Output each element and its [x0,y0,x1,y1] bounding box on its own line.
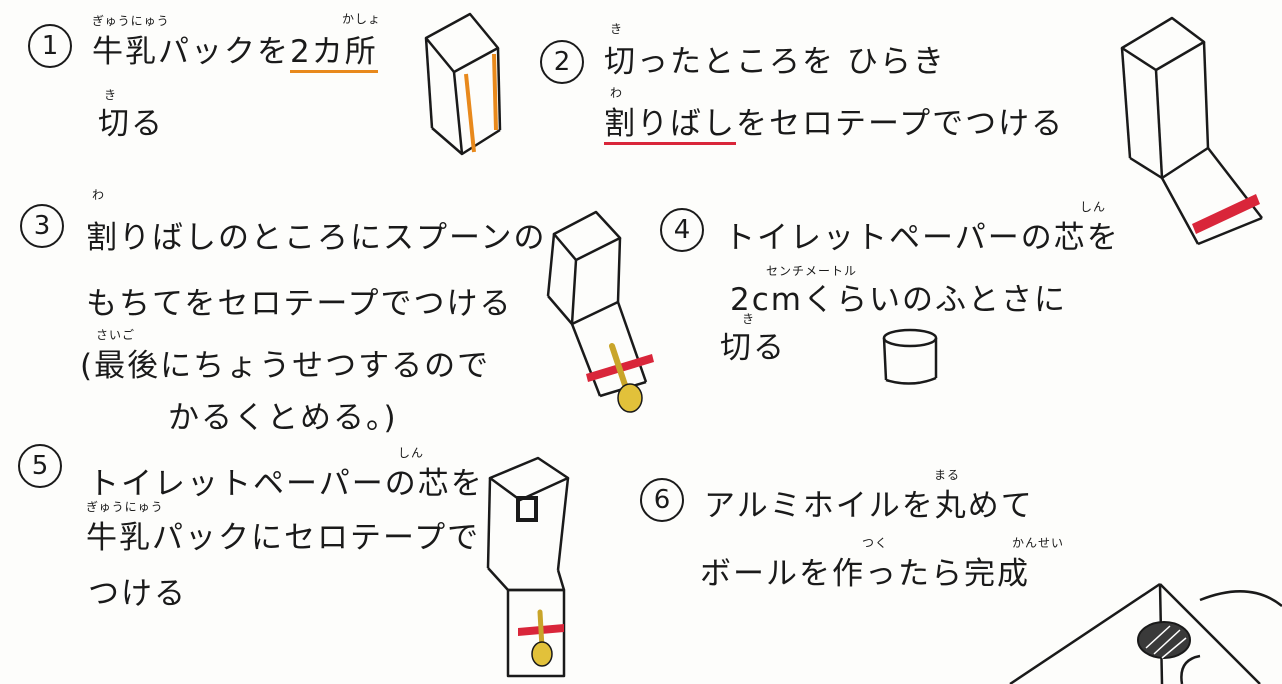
ruby-kansei: かんせい [1012,536,1065,550]
carton-core-spoon-drawing-5 [486,456,570,678]
carton-spoon-drawing-3 [546,210,654,413]
step-number-6: 6 [640,478,684,522]
ruby-ki: き [610,22,624,36]
ruby-ki: き [104,88,118,102]
ruby-maru: まる [934,468,961,482]
step-2-text-b: をセロテープでつける [736,106,1065,142]
step-number-2: 2 [540,40,584,84]
ruby-saigo: さいご [96,328,136,342]
step-2-line-2: 割りばしをセロテープでつける [604,98,1065,145]
ruby-ki: き [742,312,756,326]
step-2-highlight: 割りばし [604,106,736,145]
step-3-line-2: もちてをセロテープでつける [86,286,513,322]
step-4-line-2: 2cmくらいのふとさに [730,282,1067,318]
step-3-line-4: かるくとめる。) [168,400,398,436]
step-5-line-2: 牛乳パックにセロテープで [86,520,481,556]
ruby-shin: しん [398,446,425,460]
ruby-gyunyu: ぎゅうにゅう [92,14,170,28]
step-number-3: 3 [20,204,64,248]
ruby-wa: わ [610,86,624,100]
step-4-line-1: トイレットペーパーの芯を [724,220,1120,256]
step-6-line-2: ボールを作ったら完成 [700,556,1030,592]
step-number-5: 5 [18,444,62,488]
step-3-line-1: 割りばしのところにスプーンの [86,220,547,256]
step-2-line-1: 切ったところを ひらき [604,44,946,80]
step-5-line-1: トイレットペーパーの芯を [88,466,484,502]
step-4-line-3: 切る [720,330,786,366]
step-1-highlight: 2カ所 [290,34,378,73]
step-1-text-a: 牛乳パックを [92,34,290,70]
ruby-gyunyu: ぎゅうにゅう [86,500,164,514]
ruby-tsuku: つく [862,536,889,550]
ruby-kasho: かしょ [342,12,382,26]
step-1-line-1: 牛乳パックを2カ所 [92,26,378,73]
milk-carton-drawing-1 [424,12,502,156]
step-number-1: 1 [28,24,72,68]
step-1-line-2: 切る [98,106,164,142]
step-3-line-3: (最後にちょうせつするので [80,348,491,384]
ruby-wa: わ [92,188,106,202]
step-6-line-1: アルミホイルを丸めて [704,488,1034,524]
paper-core-ring-drawing-4 [882,328,938,385]
step-5-line-3: つける [88,576,187,612]
finished-toy-drawing-6 [1009,582,1282,684]
ruby-shin: しん [1080,200,1107,214]
step-number-4: 4 [660,208,704,252]
opened-carton-drawing-2 [1120,16,1263,246]
ruby-senchi: センチメートル [766,264,858,278]
